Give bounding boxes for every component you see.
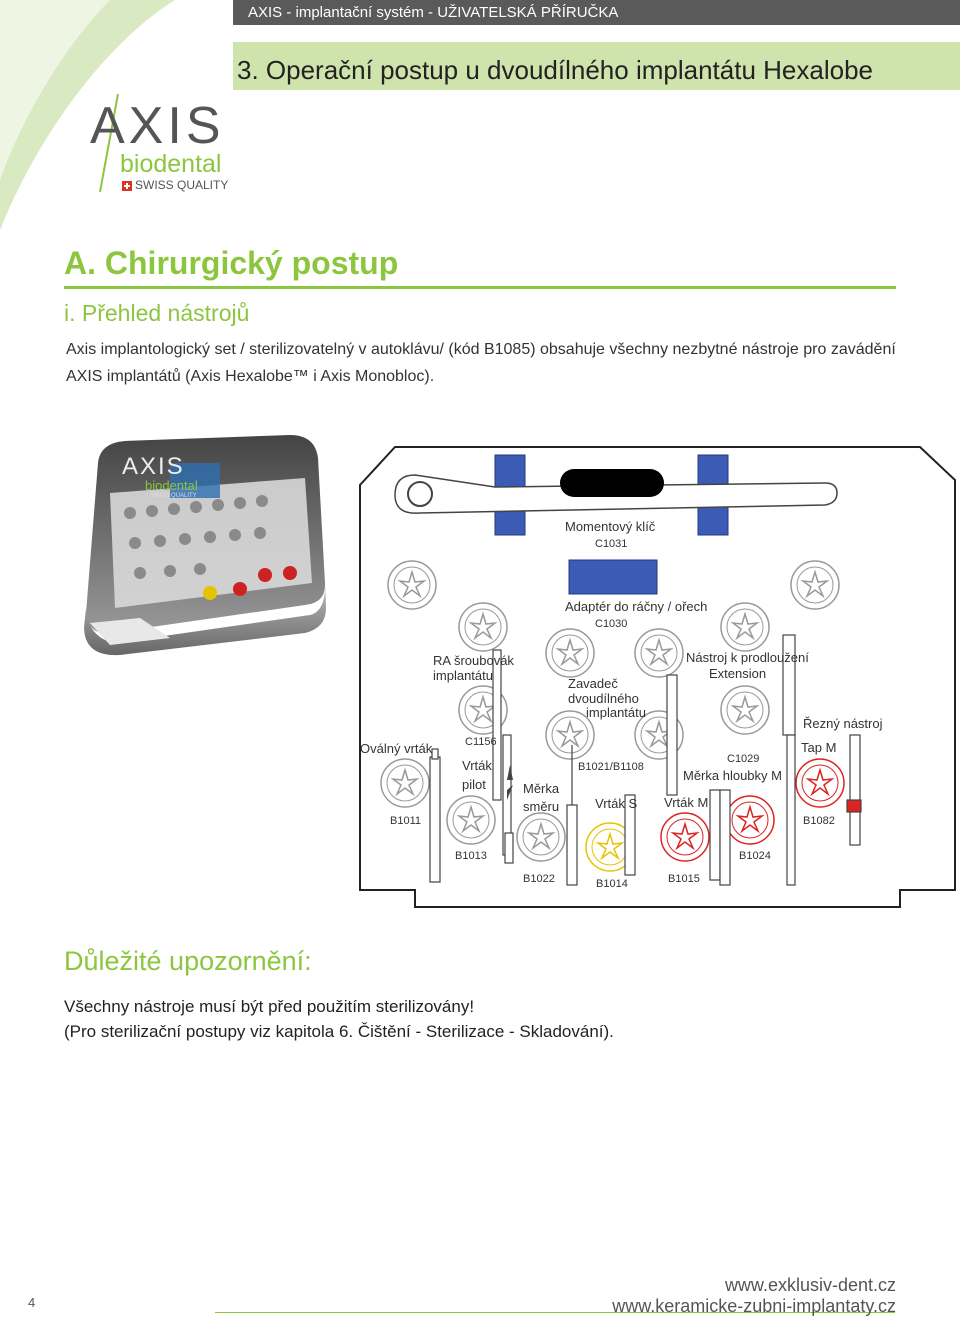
label-adapter-code: C1030 — [595, 618, 628, 630]
label-pilot-1: Vrták — [462, 758, 492, 773]
logo-brand: AXIS — [90, 97, 225, 155]
label-c1029: C1029 — [727, 753, 760, 765]
label-adapter: Adaptér do ráčny / ořech — [565, 599, 708, 614]
label-b1011: B1011 — [390, 815, 421, 827]
intro-paragraph: Axis implantologický set / sterilizovate… — [66, 336, 906, 390]
label-direction-1: Měrka — [523, 781, 560, 796]
case-tag: SWISS QUALITY — [150, 493, 197, 499]
notice-line-2: (Pro sterilizační postupy viz kapitola 6… — [64, 1022, 614, 1041]
label-b1013: B1013 — [455, 850, 487, 862]
label-b1015: B1015 — [668, 873, 700, 885]
label-b1014: B1014 — [596, 878, 628, 890]
corner-decoration — [0, 0, 175, 230]
label-torque-code: C1031 — [595, 538, 628, 550]
label-direction-2: směru — [523, 799, 560, 814]
intro-line-1: Axis implantologický set / sterilizovate… — [66, 341, 896, 358]
header-title: AXIS - implantační systém - UŽIVATELSKÁ … — [248, 4, 619, 21]
instrument-case-photo: AXIS biodental SWISS QUALITY — [80, 433, 330, 663]
label-extension-2: Extension — [709, 666, 767, 681]
label-pilot-2: pilot — [462, 777, 486, 792]
label-inserter-2: dvoudílného — [568, 691, 639, 706]
page-number: 4 — [28, 1295, 36, 1310]
label-extension-1: Nástroj k prodloužení — [686, 650, 809, 665]
chapter-bar — [233, 42, 960, 90]
footer-url-1[interactable]: www.exklusiv-dent.cz — [724, 1275, 896, 1295]
axis-biodental-logo: AXIS biodental SWISS QUALITY — [60, 90, 270, 200]
footer-divider — [215, 1312, 895, 1313]
label-drill-s: Vrták S — [595, 796, 638, 811]
label-oval-drill: Oválný vrták — [360, 741, 433, 756]
label-ra-screwdriver-2: implantátu — [433, 668, 493, 683]
important-notice: Všechny nástroje musí být před použitím … — [64, 994, 614, 1044]
logo-sub: biodental — [120, 150, 222, 178]
label-b1082: B1082 — [803, 815, 835, 827]
label-b1021: B1021/B1108 — [578, 761, 644, 773]
footer-links: www.exklusiv-dent.cz www.keramicke-zubni… — [612, 1275, 896, 1317]
instrument-layout-diagram: Momentový klíč C1031 Adaptér do ráčny / … — [355, 445, 960, 920]
section-subtitle: i. Přehled nástrojů — [64, 300, 250, 326]
logo-tagline: SWISS QUALITY — [135, 178, 229, 192]
section-title: A. Chirurgický postup — [64, 245, 399, 281]
label-inserter-1: Zavadeč — [568, 676, 618, 691]
label-drill-m: Vrták M — [664, 795, 709, 810]
label-inserter-3: implantátu — [586, 705, 646, 720]
label-depth-gauge: Měrka hloubky M — [683, 768, 782, 783]
label-b1024: B1024 — [739, 850, 771, 862]
case-brand: AXIS — [122, 453, 185, 480]
document-header: AXIS - implantační systém - UŽIVATELSKÁ … — [233, 0, 960, 25]
notice-line-1: Všechny nástroje musí být před použitím … — [64, 997, 475, 1016]
case-sub: biodental — [145, 478, 198, 493]
label-cutting-tool: Řezný nástroj — [803, 716, 883, 731]
label-ra-screwdriver-1: RA šroubovák — [433, 653, 514, 668]
chapter-title: 3. Operační postup u dvoudílného implant… — [237, 55, 873, 85]
label-c1156: C1156 — [465, 736, 497, 748]
important-title: Důležité upozornění: — [64, 946, 312, 976]
label-b1022: B1022 — [523, 873, 555, 885]
label-tap: Tap M — [801, 740, 837, 755]
label-torque-wrench: Momentový klíč — [565, 519, 656, 534]
intro-line-2: AXIS implantátů (Axis Hexalobe™ i Axis M… — [66, 368, 435, 385]
footer-url-2[interactable]: www.keramicke-zubni-implantaty.cz — [612, 1296, 896, 1316]
section-divider — [64, 286, 896, 289]
